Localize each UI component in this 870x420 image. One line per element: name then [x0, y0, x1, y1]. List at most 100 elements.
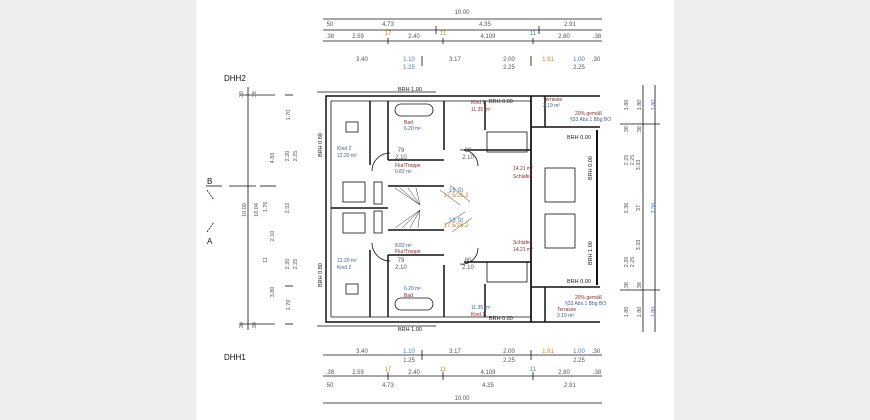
dim-label: .38 — [637, 126, 643, 134]
room-name: Terrasse — [543, 97, 562, 103]
dim-label: .38 — [326, 34, 335, 40]
room-name: Kind 2 — [337, 265, 351, 271]
dim-label: 11 — [263, 257, 269, 263]
stair-label: 16 St — [449, 218, 463, 224]
dim-label: 2.25 — [503, 358, 515, 364]
dim-label: .38 — [593, 34, 602, 40]
room-area: 6.20 m² — [404, 126, 421, 132]
room-area: 14.21 m² — [513, 247, 533, 253]
dim-label: 4.109 — [480, 370, 496, 376]
room-area: 12.20 m² — [337, 258, 357, 264]
dim-label: 2.59 — [352, 370, 364, 376]
dim-label: 17 — [385, 31, 392, 37]
dim-label: 3.17 — [449, 57, 461, 63]
dim-label: 37 — [636, 205, 642, 211]
dim-label: 1.25 — [403, 358, 415, 364]
dim-label: 7.50 — [651, 203, 657, 214]
top-dimensions — [323, 18, 602, 66]
room-name: Kind 2 — [337, 146, 351, 152]
dim-label: 1.10 — [403, 349, 415, 355]
dim-label: 11 — [440, 31, 447, 37]
dim-label: .30 — [592, 349, 601, 355]
room-area: 3.19 m² — [557, 313, 574, 319]
dim-total-bottom: 10.00 — [454, 396, 470, 402]
dim-label: 4.35 — [482, 383, 494, 389]
drawing-sheet — [196, 0, 674, 420]
dim-label: 2.10 — [270, 231, 276, 242]
dim-label: 1.10 — [403, 57, 415, 63]
dim-label: 1.80 — [651, 100, 657, 111]
dim-label: 4.73 — [382, 383, 394, 389]
dim-label: 1.25 — [403, 65, 415, 71]
room-name: Bad — [404, 293, 413, 299]
room-name: Kind 1 — [471, 100, 485, 106]
dim-label: 2.25 — [624, 155, 630, 166]
dim-label: 1.80 — [624, 100, 630, 111]
dim-label: 4.35 — [479, 22, 491, 28]
dim-label: 10.04 — [254, 203, 260, 217]
room-area: 3.19 m² — [543, 103, 560, 109]
note: §33 Abs.1 Bbg BO — [570, 117, 611, 123]
dim-label: 1.91 — [542, 57, 554, 63]
door-label: 2.10 — [462, 155, 474, 161]
dim-label: .30 — [239, 322, 245, 330]
dim-label: 2.91 — [564, 22, 576, 28]
dim-label: .38 — [624, 126, 630, 134]
room-area: 12.20 m² — [337, 153, 357, 159]
note: 20% gemäß — [575, 295, 602, 301]
dim-total-top: 10.00 — [454, 10, 470, 16]
door-label: 2.10 — [395, 155, 407, 161]
room-area: 11.35 m² — [471, 305, 491, 311]
note: §33 Abs.1 Bbg BO — [565, 301, 606, 307]
dim-label: 2.52 — [285, 203, 291, 214]
dim-label: 3.33 — [636, 160, 642, 171]
door-label: 2.10 — [462, 265, 474, 271]
dim-label: 2.25 — [630, 155, 636, 166]
dim-label: .38 — [593, 370, 602, 376]
dim-label: 1.00 — [573, 349, 585, 355]
dim-label: 2.91 — [564, 383, 576, 389]
brh-label: BRH 0.00 — [489, 99, 513, 105]
dim-label: 1.80 — [624, 307, 630, 318]
unit-label-dhh2: DHH2 — [224, 74, 246, 83]
brh-label: BRH 1.00 — [398, 87, 422, 93]
dim-label: 2.40 — [408, 34, 420, 40]
dim-label: 2.20 — [624, 257, 630, 268]
double-bed-lower — [544, 213, 576, 249]
brh-label: BRH 1.00 — [588, 241, 594, 265]
dim-label: 4.109 — [480, 34, 496, 40]
dim-label: 2.25 — [573, 65, 585, 71]
dim-label: 2.25 — [503, 65, 515, 71]
dim-label: .38 — [326, 370, 335, 376]
dim-label: 50 — [327, 383, 334, 389]
dim-label: 2.40 — [408, 370, 420, 376]
dim-label: 11 — [530, 31, 537, 37]
dim-label: 3.17 — [449, 349, 461, 355]
dim-label: 1.00 — [573, 57, 585, 63]
note: 20% gemäß — [575, 111, 602, 117]
unit-label-dhh1: DHH1 — [224, 353, 246, 362]
room-area: 11.35 m² — [471, 107, 491, 113]
dim-label: 2.00 — [503, 349, 515, 355]
brh-label: BRH 0.00 — [489, 316, 513, 322]
dim-label: 4.73 — [382, 22, 394, 28]
dim-label: 1.91 — [542, 349, 554, 355]
door-label: 80 — [465, 258, 472, 264]
dim-label: 1.80 — [637, 100, 643, 111]
room-area: 0.82 m² — [395, 169, 412, 175]
dim-label: .38 — [624, 282, 630, 290]
room-name: Flur/Treppe — [395, 163, 421, 169]
dim-label: .30 — [239, 91, 245, 99]
dim-label: 2.80 — [558, 34, 570, 40]
dim-label: .38 — [637, 282, 643, 290]
dim-label: 17 — [385, 367, 392, 373]
brh-label: BRH 0.80 — [318, 263, 324, 287]
dim-label: 1.70 — [286, 110, 292, 121]
stair-label: 16 St — [449, 188, 463, 194]
dim-label: .38 — [252, 322, 258, 330]
room-name: Schlafen — [513, 240, 533, 246]
dim-label: 1.76 — [263, 202, 269, 213]
door-label: 2.10 — [395, 265, 407, 271]
right-dimensions — [620, 85, 660, 332]
